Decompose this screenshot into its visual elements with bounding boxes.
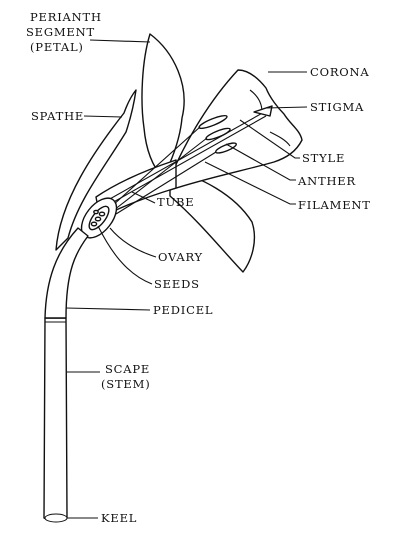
label-tube: TUBE <box>157 195 194 209</box>
label-scape-line2: (STEM) <box>101 377 151 391</box>
seeds <box>90 209 106 227</box>
leader-anther <box>225 143 296 181</box>
label-pedicel: PEDICEL <box>153 303 213 317</box>
filaments <box>111 126 217 215</box>
leader-tube <box>131 191 156 204</box>
lower-petal <box>169 169 256 273</box>
label-ovary: OVARY <box>158 250 203 264</box>
perianth-segment-petal <box>141 33 185 179</box>
leader-seeds <box>97 225 153 285</box>
label-spathe: SPATHE <box>31 109 84 123</box>
labels: PERIANTH SEGMENT (PETAL) SPATHE CORONA S… <box>26 10 371 525</box>
leader-stigma <box>265 106 308 109</box>
leader-filament <box>204 161 296 205</box>
leader-ovary <box>109 227 157 258</box>
label-anther: ANTHER <box>297 174 356 188</box>
leader-spathe <box>83 115 123 118</box>
label-corona: CORONA <box>310 65 369 79</box>
label-seeds: SEEDS <box>154 277 200 291</box>
label-stigma: STIGMA <box>310 100 364 114</box>
label-filament: FILAMENT <box>298 198 371 212</box>
leader-perianth <box>89 39 151 43</box>
pedicel <box>44 227 89 319</box>
leader-style <box>239 119 300 159</box>
label-perianth-line3: (PETAL) <box>30 40 84 54</box>
label-style: STYLE <box>302 151 345 165</box>
label-scape-line1: SCAPE <box>105 362 150 376</box>
scape-stem <box>43 317 68 523</box>
leader-pedicel <box>65 307 151 311</box>
label-perianth-line2: SEGMENT <box>26 25 95 39</box>
label-perianth-line1: PERIANTH <box>30 10 102 24</box>
corona <box>169 69 303 191</box>
leader-lines <box>65 39 308 519</box>
spathe <box>55 89 137 251</box>
label-keel: KEEL <box>101 511 137 525</box>
